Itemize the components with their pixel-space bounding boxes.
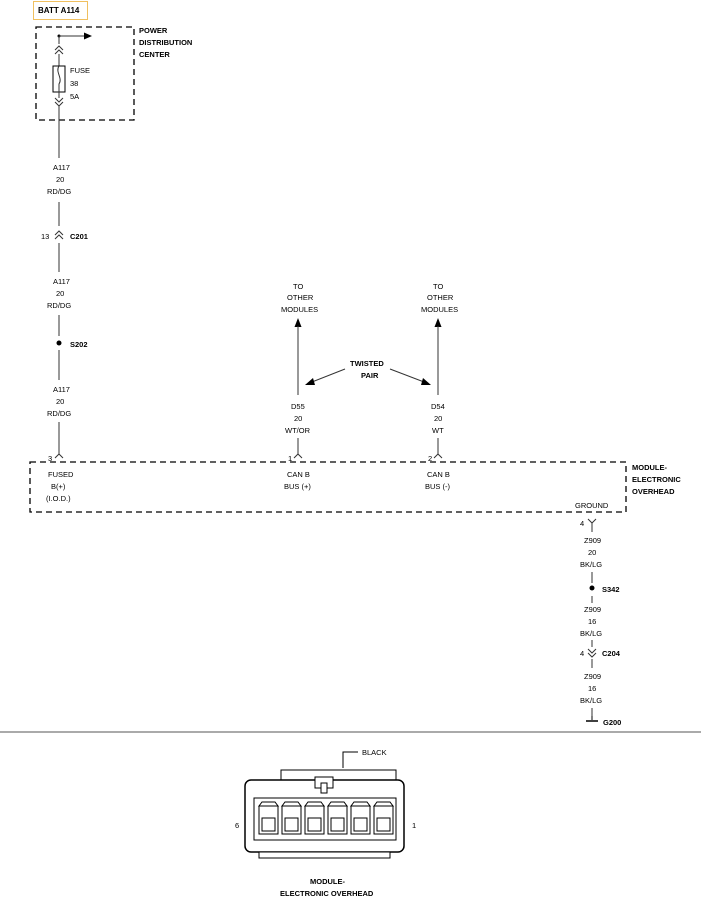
connector-cavity-4 (304, 801, 325, 835)
battery-feed-arrow (84, 32, 92, 40)
twisted-pair-left-arrow (305, 378, 315, 385)
a117-seg1-color: RD/DG (47, 187, 71, 196)
ground-symbol-icon (586, 716, 598, 722)
z909-seg3-circuit: Z909 (584, 672, 601, 681)
can-minus-to-1: TO (433, 282, 443, 291)
can-plus-to-1: TO (293, 282, 303, 291)
connector-title-2: ELECTRONIC OVERHEAD (280, 889, 374, 898)
z909-seg1-gauge: 20 (588, 548, 596, 557)
a117-seg3-color: RD/DG (47, 409, 71, 418)
d55-color: WT/OR (285, 426, 311, 435)
z909-seg3-color: BK/LG (580, 696, 602, 705)
c204-connector-symbol (587, 648, 597, 658)
s202-label: S202 (70, 340, 88, 349)
connector-color-label: BLACK (362, 748, 387, 757)
connector-pin-right: 1 (412, 821, 416, 830)
d54-gauge: 20 (434, 414, 442, 423)
twisted-pair-label-1: TWISTED (350, 359, 384, 368)
connector-cavity-3 (327, 801, 348, 835)
can-minus-function-2: BUS (-) (425, 482, 451, 491)
pdc-title-1: POWER (139, 26, 168, 35)
color-leader-line (342, 751, 358, 768)
pin3-number: 3 (48, 454, 52, 463)
z909-seg2-gauge: 16 (588, 617, 596, 626)
s202-splice-dot (56, 340, 62, 346)
fused-label-3: (I.O.D.) (46, 494, 71, 503)
a117-seg2-circuit: A117 (53, 277, 70, 286)
can-minus-up-arrow (434, 318, 442, 327)
c201-label: C201 (70, 232, 88, 241)
can-minus-to-3: MODULES (421, 305, 458, 314)
a117-seg2-gauge: 20 (56, 289, 64, 298)
module-title-1: MODULE- (632, 463, 667, 472)
a117-seg1-gauge: 20 (56, 175, 64, 184)
pdc-dashed-box (35, 26, 135, 121)
c204-pin: 4 (580, 649, 584, 658)
twisted-pair-right-arrow (421, 378, 431, 385)
can-minus-to-2: OTHER (427, 293, 454, 302)
module-dashed-box (29, 461, 627, 513)
pin1-terminal (293, 453, 303, 459)
c201-pin: 13 (41, 232, 49, 241)
g200-label: G200 (603, 718, 621, 727)
can-plus-up-arrow (294, 318, 302, 327)
ground-label: GROUND (575, 501, 609, 510)
can-minus-function-1: CAN B (427, 470, 450, 479)
fused-label-1: FUSED (48, 470, 74, 479)
module-title-2: ELECTRONIC (632, 475, 681, 484)
connector-cavity-5 (281, 801, 302, 835)
module-title-3: OVERHEAD (632, 487, 675, 496)
pin2-terminal (433, 453, 443, 459)
fused-label-2: B(+) (51, 482, 66, 491)
z909-seg2-color: BK/LG (580, 629, 602, 638)
a117-seg3-gauge: 20 (56, 397, 64, 406)
a117-seg3-circuit: A117 (53, 385, 70, 394)
connector-cavity-6 (258, 801, 279, 835)
can-plus-function-2: BUS (+) (284, 482, 311, 491)
pin3-terminal (54, 453, 64, 459)
z909-seg1-circuit: Z909 (584, 536, 601, 545)
s342-splice-dot (589, 585, 595, 591)
z909-seg2-circuit: Z909 (584, 605, 601, 614)
connector-face-view (244, 769, 405, 859)
c204-label: C204 (602, 649, 621, 658)
can-plus-to-2: OTHER (287, 293, 314, 302)
can-plus-function-1: CAN B (287, 470, 310, 479)
d55-circuit: D55 (291, 402, 305, 411)
pdc-title-3: CENTER (139, 50, 170, 59)
pdc-upper-chevron (54, 45, 64, 55)
can-plus-to-3: MODULES (281, 305, 318, 314)
battery-label: BATT A114 (33, 1, 88, 20)
a117-seg2-color: RD/DG (47, 301, 71, 310)
twisted-pair-label-2: PAIR (361, 371, 379, 380)
connector-pin-left: 6 (235, 821, 239, 830)
z909-seg3-gauge: 16 (588, 684, 596, 693)
d54-color: WT (432, 426, 444, 435)
pin2-number: 2 (428, 454, 432, 463)
a117-seg1-circuit: A117 (53, 163, 70, 172)
fuse-label: FUSE (70, 66, 90, 75)
pin4-terminal (587, 518, 597, 524)
connector-cavity-2 (350, 801, 371, 835)
pin1-number: 1 (288, 454, 292, 463)
d54-circuit: D54 (431, 402, 445, 411)
pin4-number: 4 (580, 519, 584, 528)
s342-label: S342 (602, 585, 620, 594)
connector-title-1: MODULE- (310, 877, 345, 886)
pdc-lower-chevron (54, 97, 64, 107)
z909-seg1-color: BK/LG (580, 560, 602, 569)
d55-gauge: 20 (294, 414, 302, 423)
connector-cavity-1 (373, 801, 394, 835)
fuse-rating: 5A (70, 92, 79, 101)
fuse-number: 38 (70, 79, 78, 88)
c201-connector-symbol (54, 230, 64, 240)
pdc-title-2: DISTRIBUTION (139, 38, 192, 47)
